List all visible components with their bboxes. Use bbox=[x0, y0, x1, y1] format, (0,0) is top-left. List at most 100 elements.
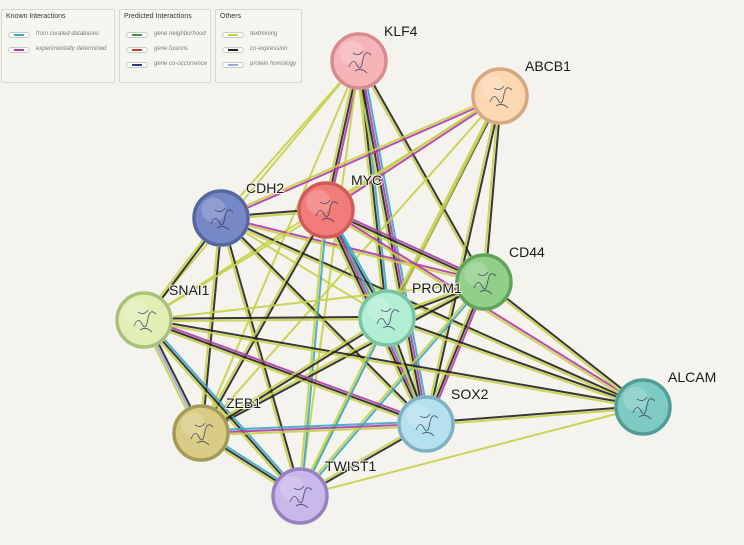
edge-line-textmining bbox=[199, 316, 387, 433]
legend-swatch bbox=[126, 47, 148, 53]
legend-swatch bbox=[222, 47, 244, 53]
node-highlight bbox=[623, 386, 648, 412]
edge-myc-snai1[interactable] bbox=[143, 209, 327, 321]
edge-line-textmining bbox=[386, 318, 643, 410]
edge-line-from-curated-databases bbox=[145, 317, 303, 496]
node-abcb1[interactable]: ABCB1 bbox=[471, 57, 572, 125]
legend-item-curated-databases: from curated databases bbox=[8, 31, 120, 41]
node-label-prom1: PROM1 bbox=[412, 280, 462, 296]
edge-line-textmining bbox=[200, 60, 360, 434]
legend-others-title: Others bbox=[220, 13, 242, 20]
edge-line-textmining bbox=[355, 61, 386, 319]
node-circle bbox=[455, 253, 513, 311]
node-highlight bbox=[367, 297, 392, 323]
edge-line-textmining bbox=[220, 217, 388, 319]
edge-line-co-expression bbox=[387, 315, 644, 407]
edge-line-experimentally-determined bbox=[144, 316, 428, 423]
legend: Known Interactions from curated database… bbox=[1, 9, 302, 83]
edge-klf4-zeb1[interactable] bbox=[200, 60, 360, 434]
edge-line-textmining bbox=[299, 60, 360, 497]
edge-myc-twist1[interactable] bbox=[297, 209, 329, 497]
node-zeb1[interactable]: ZEB1 bbox=[172, 394, 262, 462]
legend-item-co-expression: co-expression bbox=[222, 46, 307, 56]
edge-cdh2-prom1[interactable] bbox=[220, 217, 388, 319]
node-prom1[interactable]: PROM1 bbox=[358, 279, 463, 347]
node-label-snai1: SNAI1 bbox=[169, 282, 210, 298]
edge-klf4-twist1[interactable] bbox=[299, 60, 360, 497]
node-highlight bbox=[280, 475, 305, 501]
edge-abcb1-cd44[interactable] bbox=[481, 95, 503, 283]
protein-structure-icon bbox=[289, 485, 313, 509]
node-cd44[interactable]: CD44 bbox=[455, 243, 546, 311]
legend-swatch bbox=[126, 62, 148, 68]
edge-zeb1-sox2[interactable] bbox=[200, 420, 427, 437]
protein-structure-icon bbox=[632, 396, 656, 420]
node-highlight bbox=[480, 75, 505, 101]
edge-sox2-alcam[interactable] bbox=[425, 404, 644, 427]
edge-cd44-alcam[interactable] bbox=[482, 280, 645, 409]
edge-snai1-twist1[interactable] bbox=[141, 317, 303, 499]
node-twist1[interactable]: TWIST1 bbox=[271, 457, 378, 525]
edge-prom1-alcam[interactable] bbox=[386, 315, 644, 410]
edge-line-from-curated-databases bbox=[200, 420, 426, 432]
edge-line-co-expression bbox=[425, 404, 643, 424]
edge-cd44-snai1[interactable] bbox=[143, 281, 485, 321]
edge-line-textmining bbox=[143, 209, 327, 321]
legend-label: gene fusions bbox=[154, 46, 189, 52]
edge-line-experimentally-determined bbox=[326, 206, 486, 281]
protein-structure-icon bbox=[210, 207, 234, 231]
edge-line-textmining bbox=[198, 217, 221, 433]
node-alcam[interactable]: ALCAM bbox=[614, 368, 717, 436]
protein-structure-icon bbox=[348, 50, 372, 74]
edge-snai1-alcam[interactable] bbox=[143, 317, 644, 410]
node-label-cd44: CD44 bbox=[509, 244, 545, 260]
edge-cd44-twist1[interactable] bbox=[298, 280, 486, 498]
edge-line-co-expression bbox=[143, 319, 427, 425]
node-circle bbox=[192, 189, 250, 247]
edge-cdh2-zeb1[interactable] bbox=[198, 217, 224, 434]
legend-item-gene-neighborhood: gene neighborhood bbox=[126, 31, 216, 41]
edge-line-textmining bbox=[220, 93, 500, 218]
edge-klf4-snai1[interactable] bbox=[143, 60, 360, 321]
edge-line-co-expression bbox=[484, 280, 645, 407]
edge-snai1-sox2[interactable] bbox=[142, 316, 428, 428]
legend-predicted-title: Predicted Interactions bbox=[124, 13, 192, 20]
node-highlight bbox=[464, 261, 489, 287]
edge-line-co-expression bbox=[201, 282, 486, 435]
edge-line-experimentally-determined bbox=[326, 96, 502, 212]
edge-snai1-prom1[interactable] bbox=[143, 315, 388, 323]
edge-line-textmining bbox=[143, 320, 643, 410]
edge-klf4-cd44[interactable] bbox=[357, 59, 486, 284]
node-myc[interactable]: MYC bbox=[297, 171, 383, 239]
node-klf4[interactable]: KLF4 bbox=[330, 22, 419, 90]
node-circle bbox=[297, 181, 355, 239]
edge-line-co-expression bbox=[143, 315, 387, 320]
protein-structure-icon bbox=[133, 309, 157, 333]
edge-line-textmining bbox=[357, 61, 484, 284]
node-snai1[interactable]: SNAI1 bbox=[115, 281, 211, 349]
legend-label: textmining bbox=[250, 31, 278, 37]
legend-label: gene neighborhood bbox=[154, 31, 206, 37]
legend-item-gene-fusions: gene fusions bbox=[126, 46, 216, 56]
node-highlight bbox=[181, 412, 206, 438]
node-cdh2[interactable]: CDH2 bbox=[192, 179, 285, 247]
legend-swatch bbox=[222, 32, 244, 38]
legend-swatch bbox=[126, 32, 148, 38]
edge-prom1-twist1[interactable] bbox=[298, 317, 389, 497]
node-highlight bbox=[201, 197, 226, 223]
node-sox2[interactable]: SOX2 bbox=[397, 385, 490, 453]
edge-prom1-zeb1[interactable] bbox=[199, 316, 389, 435]
protein-structure-icon bbox=[489, 85, 513, 109]
protein-structure-icon bbox=[376, 307, 400, 331]
edge-line-textmining bbox=[141, 320, 299, 499]
edge-abcb1-cdh2[interactable] bbox=[220, 93, 501, 221]
legend-known-title: Known Interactions bbox=[6, 13, 66, 20]
edge-twist1-alcam[interactable] bbox=[299, 406, 644, 497]
edge-line-textmining bbox=[299, 406, 644, 497]
legend-item-textmining: textmining bbox=[222, 31, 307, 41]
node-circle bbox=[471, 67, 529, 125]
node-highlight bbox=[124, 299, 149, 325]
edge-line-co-expression bbox=[359, 59, 486, 282]
